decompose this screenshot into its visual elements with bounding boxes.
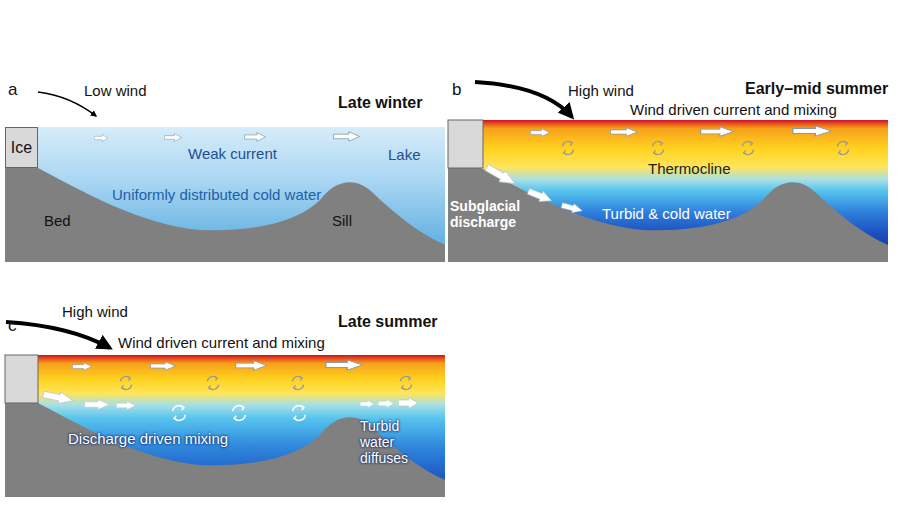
node-text: Ice — [11, 139, 32, 157]
mixing-label: Discharge driven mixing — [68, 430, 228, 447]
wind-label: High wind — [62, 303, 128, 320]
wind-label: Low wind — [84, 82, 147, 99]
bed-label: Bed — [44, 212, 71, 229]
panel-letter: b — [452, 80, 461, 100]
ice-block: Ice — [5, 127, 38, 168]
panel-c — [5, 322, 445, 497]
thermocline-label: Thermocline — [648, 160, 731, 177]
sill-label: Sill — [332, 212, 352, 229]
diffusion-label: Turbid water diffuses — [360, 418, 434, 466]
current-label: Weak current — [188, 145, 277, 162]
season-heading: Late summer — [338, 313, 438, 331]
lake-label: Lake — [388, 146, 421, 163]
discharge-label: Subglacial discharge — [450, 198, 530, 230]
season-heading: Late winter — [338, 94, 422, 112]
panel-letter: a — [8, 80, 17, 100]
wind-label: High wind — [568, 82, 634, 99]
water-label: Uniformly distributed cold water — [112, 186, 321, 203]
season-heading: Early–mid summer — [745, 80, 888, 98]
current-label: Wind driven current and mixing — [630, 101, 837, 118]
panel-b — [448, 82, 888, 262]
water-label: Turbid & cold water — [602, 205, 731, 222]
panel-a — [5, 92, 445, 262]
current-label: Wind driven current and mixing — [118, 334, 325, 351]
panel-letter: c — [8, 316, 17, 336]
